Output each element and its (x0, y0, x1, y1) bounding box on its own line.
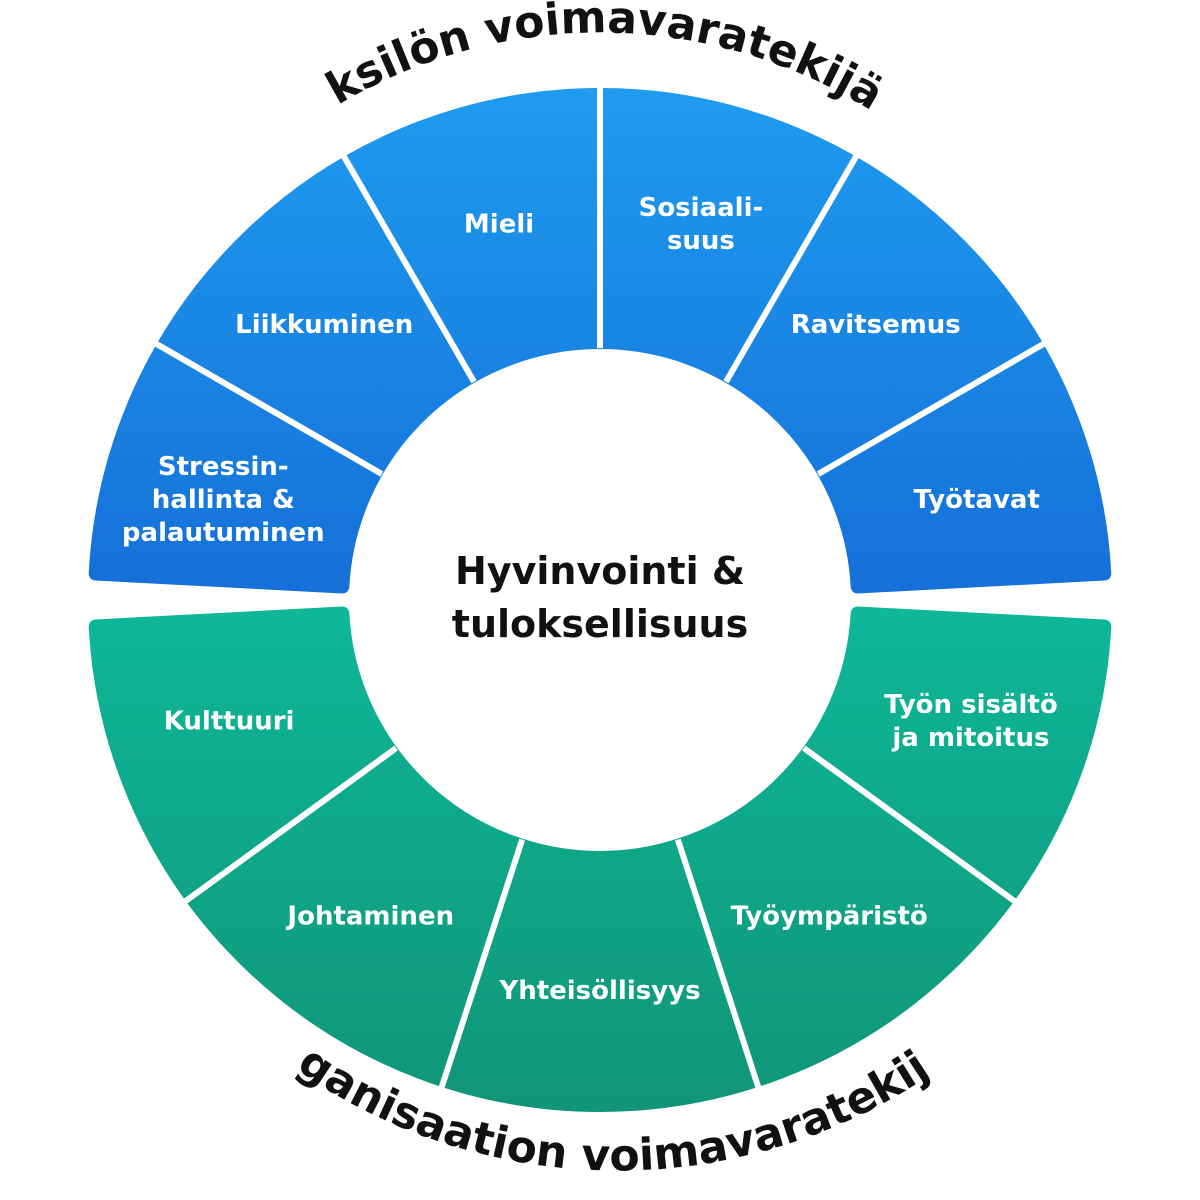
organisation-ring-shape (88, 606, 1112, 1113)
individual-factors-title-text: Yksilön voimavaratekijät (0, 0, 892, 120)
organisation-factors-ring (88, 606, 1112, 1113)
organisation-segment-label-tyoymparisto: Työympäristö (731, 902, 928, 932)
segment-label-line: Stressin- (158, 452, 289, 482)
individual-segment-label-mieli: Mieli (464, 209, 534, 239)
segment-label-line: palautuminen (122, 518, 325, 548)
segment-label-line: Työn sisältö (884, 690, 1058, 720)
top-divider (337, 149, 477, 384)
segment-label-line: Ravitsemus (791, 310, 961, 340)
segment-label-line: Työtavat (914, 485, 1040, 515)
bottom-divider (178, 745, 398, 908)
segment-labels: Stressin-hallinta &palautuminen Liikkumin… (122, 193, 1058, 1006)
individual-segment-label-tyotavat: Työtavat (914, 485, 1040, 515)
segment-label-line: Sosiaali- (639, 193, 764, 223)
top-divider (723, 149, 863, 384)
bottom-divider (436, 838, 525, 1095)
bottom-divider (802, 745, 1022, 908)
segment-dividers (149, 81, 1051, 1095)
top-divider (149, 337, 384, 477)
segment-label-line: Johtaminen (285, 902, 454, 932)
segment-label-line: ja mitoitus (891, 723, 1049, 753)
organisation-segment-label-yhteisollisyys: Yhteisöllisyys (498, 976, 700, 1006)
center-title-line-1: Hyvinvointi & (455, 549, 745, 593)
top-divider (816, 337, 1051, 477)
individual-segment-label-ravitsemus: Ravitsemus (791, 310, 961, 340)
organisation-segment-label-johtaminen: Johtaminen (285, 902, 454, 932)
segment-label-line: Työympäristö (731, 902, 928, 932)
bottom-divider (675, 838, 764, 1095)
individual-segment-label-liikkuminen: Liikkuminen (235, 310, 413, 340)
segment-label-line: Mieli (464, 209, 534, 239)
segment-label-line: Yhteisöllisyys (498, 976, 700, 1006)
segment-label-line: hallinta & (152, 485, 295, 515)
segment-label-line: suus (667, 226, 735, 256)
organisation-segment-label-kulttuuri: Kulttuuri (164, 707, 295, 737)
individual-factors-title: Yksilön voimavaratekijät (0, 0, 892, 120)
segment-label-line: Kulttuuri (164, 707, 295, 737)
individual-segment-label-stressin-hallinta-palautuminen: Stressin-hallinta &palautuminen (122, 452, 325, 548)
segment-label-line: Liikkuminen (235, 310, 413, 340)
individual-segment-label-sosiaali-suus: Sosiaali-suus (639, 193, 764, 256)
center-title-line-2: tuloksellisuus (452, 602, 748, 646)
